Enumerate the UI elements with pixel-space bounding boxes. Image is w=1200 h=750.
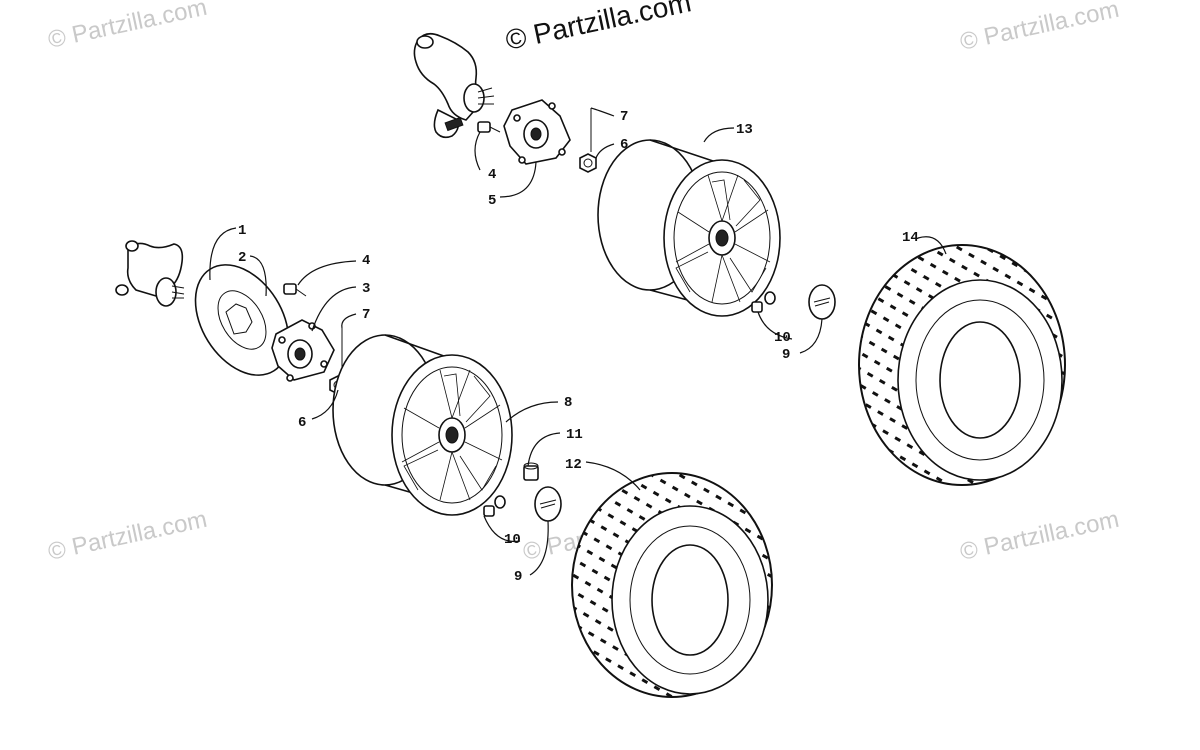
callout-6-left: 6 (298, 415, 306, 431)
callout-14: 14 (902, 230, 919, 246)
lower-knuckle (115, 240, 185, 307)
upper-nut (579, 108, 597, 173)
callout-3: 3 (362, 281, 370, 297)
callout-1: 1 (238, 223, 246, 239)
watermark-bottom-right: © Partzilla.com (958, 506, 1122, 566)
watermark-bottom-left: © Partzilla.com (46, 506, 210, 566)
upper-bolt (477, 121, 501, 133)
upper-hub (503, 99, 571, 165)
callout-8: 8 (564, 395, 572, 411)
callout-9-left: 9 (514, 569, 522, 585)
lower-bolt-2 (283, 283, 307, 297)
callout-10-left: 10 (504, 532, 521, 548)
lower-hub (271, 319, 335, 382)
leader-lines (209, 107, 947, 576)
lower-wheel (332, 334, 562, 522)
rear-tire (858, 244, 1066, 486)
callout-6-top: 6 (620, 137, 628, 153)
callout-12: 12 (565, 457, 582, 473)
upper-valve (751, 291, 776, 313)
callout-7-top: 7 (620, 109, 628, 125)
upper-wheel (597, 139, 836, 320)
watermark-top-right: © Partzilla.com (958, 0, 1122, 56)
lower-hubcap (534, 486, 562, 522)
lower-valve (483, 495, 506, 517)
callout-2: 2 (238, 250, 246, 266)
front-tire (571, 472, 773, 698)
upper-knuckle (413, 32, 495, 139)
callout-4-left: 4 (362, 253, 370, 269)
callout-10-right: 10 (774, 330, 791, 346)
callout-7-left: 7 (362, 307, 370, 323)
upper-hubcap (808, 284, 836, 320)
callout-13: 13 (736, 122, 753, 138)
callout-4-top: 4 (488, 167, 496, 183)
callout-5: 5 (488, 193, 496, 209)
watermark-main: © Partzilla.com (503, 0, 694, 56)
callout-11: 11 (566, 427, 583, 443)
callouts: 1 2 3 4 7 6 8 11 10 9 12 7 6 4 5 13 10 9… (238, 109, 919, 585)
watermark-top-left: © Partzilla.com (46, 0, 210, 54)
lug-nut (523, 462, 539, 481)
callout-9-right: 9 (782, 347, 790, 363)
